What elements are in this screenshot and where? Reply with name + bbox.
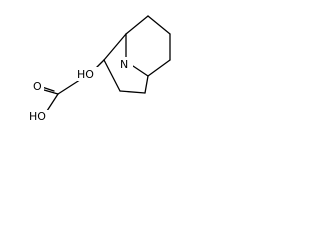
structure-diagram: N HO O HO	[28, 15, 171, 123]
bicyclic-ring-bonds	[95, 15, 171, 94]
ring-hydroxyl-label-mask	[76, 67, 98, 81]
bond-n-c5	[132, 65, 149, 77]
atom-labels: N HO O HO	[28, 57, 133, 123]
carboxyl-hydroxyl-label-mask	[28, 110, 50, 123]
bond-c1-c2	[125, 15, 149, 35]
carbonyl-oxygen-label: O	[33, 80, 42, 93]
bond-c6-c7	[119, 90, 146, 94]
nitrogen-label-mask	[119, 57, 133, 71]
bond-c5-c6	[144, 75, 149, 94]
bond-c7-c8	[103, 59, 121, 92]
ring-hydroxyl-label: HO	[77, 68, 94, 81]
bond-c4-c5	[147, 59, 171, 77]
acetic-acid-bonds	[41, 75, 87, 115]
nitrogen-label: N	[120, 58, 128, 71]
bond-carbonyl-1	[43, 89, 59, 95]
carboxyl-hydroxyl-label: HO	[29, 110, 46, 123]
bond-c2-c3	[147, 15, 171, 35]
bond-c8-oh	[95, 59, 105, 69]
carbonyl-oxygen-label-mask	[32, 80, 44, 93]
bond-c8-c1	[103, 33, 127, 61]
